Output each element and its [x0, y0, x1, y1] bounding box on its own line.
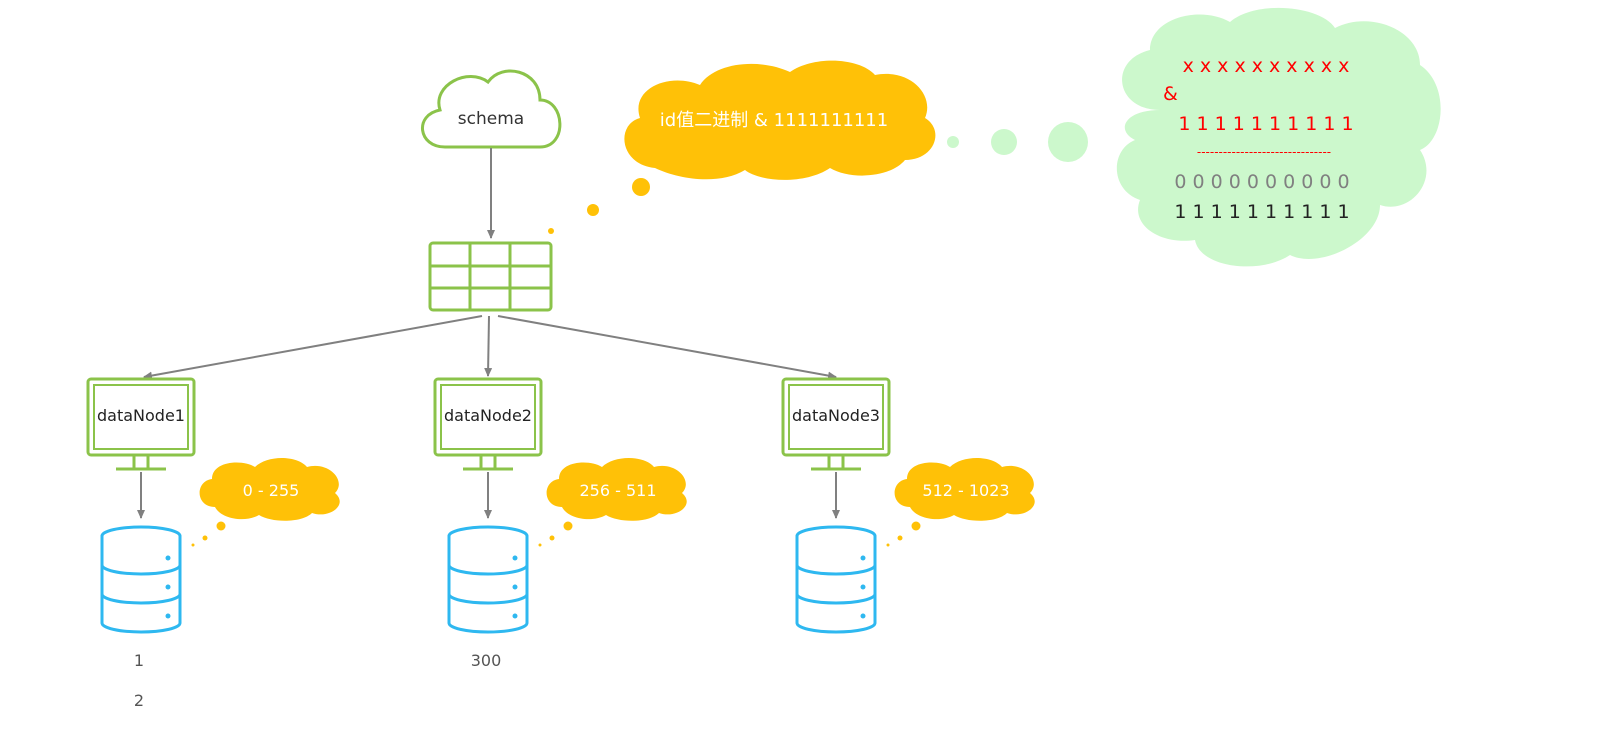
node-label: dataNode2 [444, 406, 532, 425]
data-node-1: dataNode1 0 - 255 1 2 [86, 377, 340, 710]
range-bubble [191, 458, 340, 547]
range-bubble [886, 458, 1035, 547]
database-icon [795, 525, 877, 634]
formula-text: id值二进制 & 1111111111 [660, 110, 888, 131]
range-label: 256 - 511 [579, 481, 656, 500]
monitor-icon [86, 377, 196, 471]
calc-max-result: 1 1 1 1 1 1 1 1 1 1 [1174, 201, 1349, 223]
arrow-table-to-node2 [484, 315, 493, 377]
record-id-label: 2 [134, 691, 144, 710]
record-id-label: 1 [134, 651, 144, 670]
range-label: 0 - 255 [243, 481, 300, 500]
data-node-2: dataNode2 256 - 511 300 [433, 377, 687, 670]
binary-calc-bubble: x x x x x x x x x x & 1 1 1 1 1 1 1 1 1 … [947, 7, 1441, 267]
formula-bubble: id值二进制 & 1111111111 [548, 60, 936, 234]
calc-operator: & [1163, 83, 1178, 105]
cloud-icon [421, 69, 562, 149]
database-icon [100, 525, 182, 634]
record-id-label: 300 [471, 651, 502, 670]
monitor-icon [433, 377, 543, 471]
monitor-icon [781, 377, 891, 471]
calc-min-result: 0 0 0 0 0 0 0 0 0 0 [1174, 171, 1349, 193]
calc-mask: 1 1 1 1 1 1 1 1 1 1 [1178, 113, 1353, 135]
node-label: dataNode3 [792, 406, 880, 425]
data-node-3: dataNode3 512 - 1023 [781, 377, 1035, 634]
calc-divider: ------------------------------- [1197, 145, 1331, 159]
schema-label: schema [458, 109, 524, 129]
table-grid-icon [428, 241, 553, 312]
database-icon [447, 525, 529, 634]
calc-operand: x x x x x x x x x x [1183, 55, 1350, 77]
range-label: 512 - 1023 [922, 481, 1009, 500]
arrow-table-to-node3 [497, 315, 837, 380]
schema-cloud: schema [421, 69, 562, 149]
arrow-table-to-node1 [143, 315, 483, 380]
range-bubble [538, 458, 687, 547]
node-label: dataNode1 [97, 406, 185, 425]
